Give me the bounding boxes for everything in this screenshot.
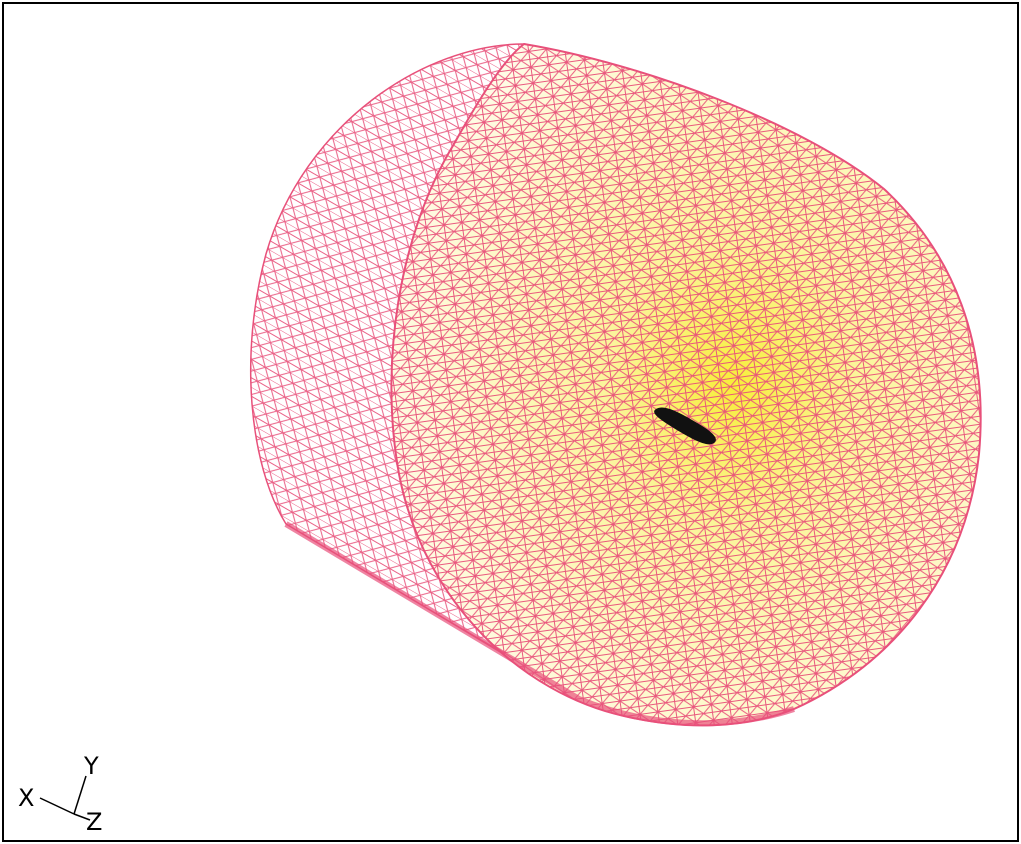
object-marker [654,407,716,445]
cylinder-bottom-edge [284,521,795,727]
x-axis-label: X [18,784,34,812]
cylinder-face-mesh [390,42,982,727]
y-axis-label: Y [83,752,99,780]
z-axis-label: Z [86,808,102,836]
axis-triad: X Y Z [18,752,102,836]
mesh-scene: X Y Z [18,42,982,836]
